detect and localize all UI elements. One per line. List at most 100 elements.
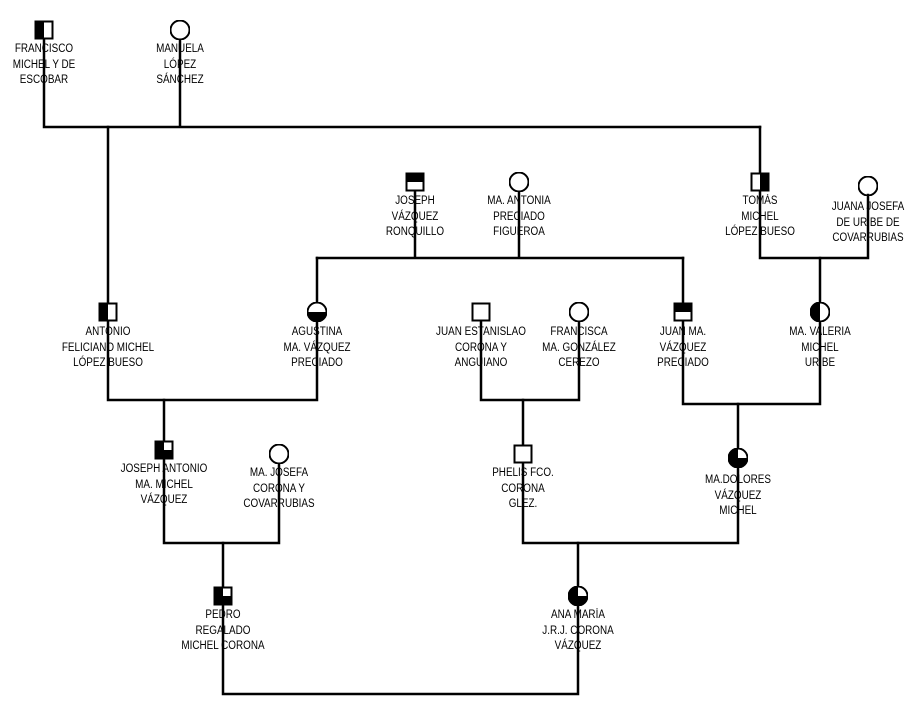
person-label-agustina: AGUSTINA MA. VÁZQUEZ PRECIADO — [248, 325, 386, 372]
person-name-line: MA. VÁZQUEZ — [283, 341, 351, 354]
person-name-line: J.R.J. CORONA — [542, 624, 614, 637]
person-name-line: JOSEPH ANTONIO — [120, 463, 208, 475]
person-name-line: MICHEL — [741, 210, 779, 223]
person-label-juana-josefa: JUANA JOSEFA DE URIBE DE COVARRUBIAS — [799, 200, 921, 247]
connector-juan-francisca — [479, 320, 581, 402]
person-label-juan-estanislao: JUAN ESTANISLAO CORONA Y ANGUIANO — [412, 325, 550, 372]
male-square-icon-joseph-vr — [405, 172, 425, 192]
person-name-line: MA. GONZÁLEZ — [542, 341, 616, 354]
person-label-ma-josefa: MA. JOSEFA CORONA Y COVARRUBIAS — [210, 466, 348, 513]
person-name-line: MA.DOLORES — [705, 474, 771, 486]
person-label-joseph-antonio: JOSEPH ANTONIO MA. MICHEL VÁZQUEZ — [95, 462, 233, 509]
person-name-line: JUANA JOSEFA — [831, 201, 905, 213]
person-name-line: MICHEL — [801, 341, 839, 354]
female-circle-icon-agustina — [307, 302, 327, 322]
person-label-joseph-vr: JOSEPH VÁZQUEZ RONQUILLO — [346, 194, 484, 241]
person-name-line: VÁZQUEZ — [659, 341, 707, 354]
person-name-line: CORONA Y — [252, 482, 306, 495]
connector-tomas-juana — [758, 190, 870, 260]
person-name-line: CEREZO — [558, 357, 600, 369]
person-name-line: LÓPEZ BUESO — [725, 226, 795, 238]
person-name-line: ANGUIANO — [454, 357, 508, 369]
person-label-manuela: MANUELA LÓPEZ SÁNCHEZ — [111, 42, 249, 89]
person-name-line: MICHEL — [719, 505, 757, 517]
person-name-line: LÓPEZ — [163, 58, 197, 71]
person-name-line: MANUELA — [156, 43, 204, 55]
person-name-line: PEDRO — [205, 609, 241, 621]
person-name-line: COVARRUBIAS — [832, 232, 904, 244]
person-label-ma-antonia: MA. ANTONIA PRECIADO FIGUEROA — [450, 194, 588, 241]
person-name-line: VÁZQUEZ — [391, 210, 439, 223]
female-circle-icon-francisca — [569, 302, 589, 322]
person-name-line: LÓPEZ BUESO — [73, 357, 143, 369]
person-label-antonio: ANTONIO FELICIANO MICHEL LÓPEZ BUESO — [39, 325, 177, 372]
person-name-line: PHELIS FCO. — [492, 467, 554, 479]
person-name-line: PRECIADO — [657, 357, 709, 369]
female-circle-icon-valeria — [810, 302, 830, 322]
person-name-line: GLEZ. — [508, 498, 538, 510]
person-name-line: CORONA Y — [454, 341, 508, 354]
connector-phelis-dolores — [521, 462, 740, 545]
female-circle-icon-ma-josefa — [269, 444, 289, 464]
female-circle-icon-manuela — [170, 20, 190, 40]
person-name-line: MA. JOSEFA — [249, 467, 309, 479]
person-name-line: MICHEL Y DE — [12, 58, 76, 71]
person-name-line: VÁZQUEZ — [140, 494, 188, 506]
person-label-valeria: MA. VALERIA MICHEL URIBE — [751, 325, 889, 372]
person-name-line: FRANCISCA — [550, 326, 608, 338]
male-square-icon-joseph-antonio — [154, 440, 174, 460]
person-name-line: FIGUEROA — [493, 226, 545, 238]
connector-antonio-agustina — [106, 320, 319, 402]
connector-josephantonio-josefa — [162, 458, 281, 545]
person-name-line: FRANCISCO — [14, 43, 74, 55]
person-name-line: VÁZQUEZ — [554, 640, 602, 652]
person-name-line: FELICIANO MICHEL — [61, 341, 155, 354]
person-label-ana-maria: ANA MARÍA J.R.J. CORONA VÁZQUEZ — [509, 608, 647, 655]
male-square-icon-phelis — [513, 444, 533, 464]
female-circle-icon-juana-josefa — [858, 176, 878, 196]
person-name-line: ANA MARÍA — [551, 609, 605, 621]
person-name-line: ESCOBAR — [19, 74, 69, 86]
person-name-line: JUAN MA. — [659, 326, 707, 338]
person-name-line: AGUSTINA — [291, 326, 343, 338]
male-square-icon-pedro — [213, 586, 233, 606]
male-square-icon-juan-estanislao — [471, 302, 491, 322]
person-label-dolores: MA.DOLORES VÁZQUEZ MICHEL — [669, 473, 807, 520]
person-name-line: JOSEPH — [395, 195, 435, 207]
female-circle-icon-ana-maria — [568, 586, 588, 606]
person-name-line: MA. ANTONIA — [487, 195, 551, 207]
male-square-icon-antonio — [98, 302, 118, 322]
person-name-line: URIBE — [804, 357, 836, 369]
person-name-line: CORONA — [501, 482, 545, 495]
person-name-line: PRECIADO — [291, 357, 343, 369]
person-name-line: COVARRUBIAS — [243, 498, 315, 510]
female-circle-icon-ma-antonia — [509, 172, 529, 192]
person-name-line: MICHEL CORONA — [181, 640, 265, 652]
connector-pedro-ana — [221, 604, 580, 696]
person-name-line: RONQUILLO — [385, 226, 445, 238]
person-name-line: VÁZQUEZ — [714, 489, 762, 502]
connector-francisco-manuela — [42, 38, 762, 129]
female-circle-icon-dolores — [728, 448, 748, 468]
person-label-francisco: FRANCISCO MICHEL Y DE ESCOBAR — [0, 42, 113, 89]
male-square-icon-francisco — [34, 20, 54, 40]
person-label-francisca: FRANCISCA MA. GONZÁLEZ CEREZO — [510, 325, 648, 372]
connector-joseph-antonia — [315, 190, 685, 260]
person-name-line: PRECIADO — [493, 210, 545, 223]
person-label-juan-ma: JUAN MA. VÁZQUEZ PRECIADO — [614, 325, 752, 372]
male-square-icon-tomas — [750, 172, 770, 192]
person-name-line: DE URIBE DE — [836, 216, 900, 229]
person-name-line: MA. VALERIA — [789, 326, 851, 338]
person-name-line: SÁNCHEZ — [156, 74, 204, 86]
person-label-tomas: TOMÁS MICHEL LÓPEZ BUESO — [691, 194, 829, 241]
person-name-line: MA. MICHEL — [135, 478, 193, 491]
male-square-icon-juan-ma — [673, 302, 693, 322]
connector-juanma-valeria — [681, 320, 822, 406]
person-label-phelis: PHELIS FCO. CORONA GLEZ. — [454, 466, 592, 513]
person-name-line: JUAN ESTANISLAO — [436, 326, 526, 338]
person-name-line: TOMÁS — [742, 195, 778, 207]
person-name-line: ANTONIO — [85, 326, 131, 338]
